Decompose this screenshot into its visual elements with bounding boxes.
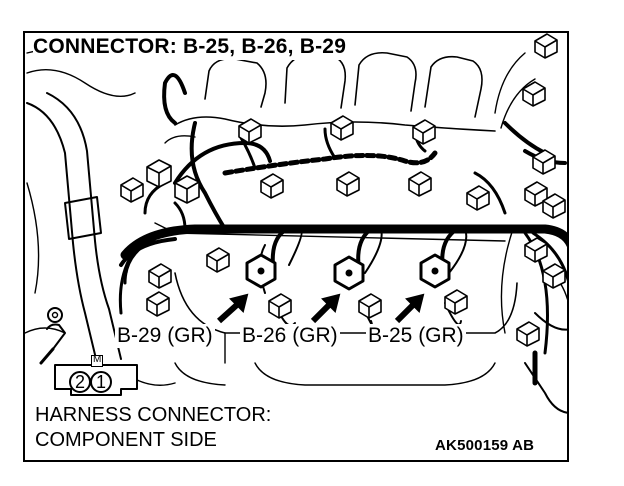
connector-label-b26: B-26 (GR) <box>240 324 340 348</box>
harness-caption-line1: HARNESS CONNECTOR: <box>35 404 272 426</box>
lock-marker-letter: M <box>93 354 102 365</box>
figure-code: AK500159 AB <box>435 437 535 454</box>
diagram-frame: CONNECTOR: B-25, B-26, B-29 B-29 (GR) B-… <box>23 31 569 462</box>
lock-marker: M <box>91 354 103 367</box>
diagram-title: CONNECTOR: B-25, B-26, B-29 <box>33 35 351 60</box>
connector-label-b29: B-29 (GR) <box>115 324 215 348</box>
engine-harness-illustration <box>25 33 567 414</box>
pin-number-2: 2 <box>74 372 85 392</box>
pin-number-1: 1 <box>95 372 106 392</box>
harness-caption-line2: COMPONENT SIDE <box>35 429 217 451</box>
connector-label-b25: B-25 (GR) <box>366 324 466 348</box>
